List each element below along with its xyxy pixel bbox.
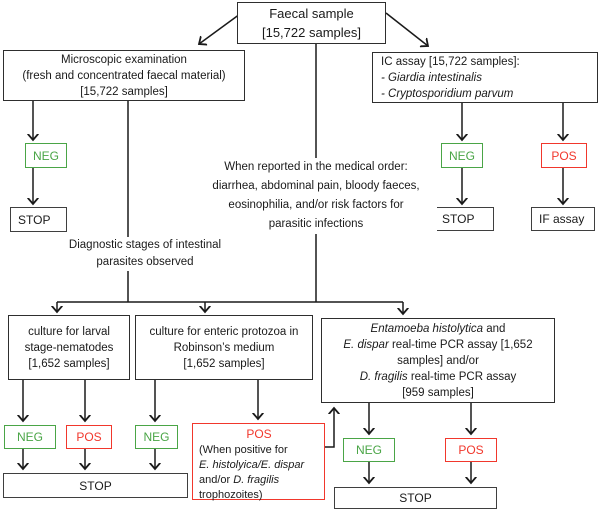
diagnostic-stages-line1: Diagnostic stages of intestinal (68, 239, 222, 251)
pos-trophozoites-line1: (When positive for (199, 444, 288, 456)
when-reported-line1: When reported in the medical order: (224, 161, 408, 173)
node-pcr-assay: Entamoeba histolytica and E. dispar real… (321, 318, 555, 403)
badge-pos-ic: POS (541, 143, 587, 168)
microscopic-line2: (fresh and concentrated faecal material) (22, 69, 226, 82)
pos-label: POS (551, 148, 577, 163)
node-ic-assay: IC assay [15,722 samples]: - Giardia int… (372, 52, 598, 103)
pos-trophozoites-line4: trophozoites) (199, 489, 263, 501)
neg-label: NEG (448, 148, 475, 163)
pos-label: POS (458, 443, 484, 457)
node-if-assay: IF assay (531, 207, 595, 231)
stop-label: STOP (399, 491, 432, 505)
when-reported-line4: parasitic infections (268, 218, 364, 230)
badge-neg-ic: NEG (441, 143, 483, 168)
faecal-sample-line1: Faecal sample (269, 6, 354, 21)
robinson-line2: Robinson’s medium (173, 341, 275, 354)
if-assay-label: IF assay (539, 212, 585, 226)
node-microscopic-examination: Microscopic examination (fresh and conce… (3, 50, 245, 101)
stop-label: STOP (79, 478, 112, 493)
pos-trophozoites-line3: and/or D. fragilis (199, 474, 280, 486)
node-stop-pcr: STOP (334, 487, 497, 509)
stop-label: STOP (18, 212, 51, 227)
badge-pos-larval: POS (66, 425, 112, 449)
ic-assay-item-cryptosporidium: - Cryptosporidium parvum (381, 87, 514, 100)
stop-label: STOP (442, 212, 475, 226)
faecal-sample-count: [15,722 samples] (261, 25, 361, 40)
pcr-line2: E. dispar real-time PCR assay [1,652 (343, 338, 533, 351)
pcr-count: [959 samples] (402, 386, 474, 399)
when-reported-line3: eosinophilia, and/or risk factors for (228, 199, 404, 211)
culture-larval-line1: culture for larval (28, 325, 110, 338)
node-stop-microscopy: STOP (10, 207, 67, 232)
neg-label: NEG (32, 148, 59, 163)
diagnostic-stages-line2: parasites observed (96, 256, 194, 268)
pcr-line1: Entamoeba histolytica and (370, 322, 506, 335)
note-diagnostic-stages: Diagnostic stages of intestinal parasite… (35, 237, 255, 271)
ic-assay-line1: IC assay [15,722 samples]: (381, 55, 520, 68)
badge-neg-larval: NEG (4, 425, 56, 449)
pos-label: POS (76, 430, 102, 444)
robinson-line1: culture for enteric protozoa in (149, 325, 299, 338)
node-stop-ic: STOP (434, 207, 494, 231)
pos-trophozoites-line2: E. histolyica/E. dispar (199, 459, 305, 471)
badge-neg-robinson: NEG (135, 425, 178, 449)
pcr-line4: D. fragilis real-time PCR assay (359, 370, 517, 383)
neg-label: NEG (355, 443, 382, 457)
badge-neg-microscopy: NEG (25, 143, 67, 168)
node-pos-trophozoites: POS (When positive for E. histolyica/E. … (192, 423, 325, 501)
neg-label: NEG (143, 430, 170, 444)
culture-larval-line2: stage-nematodes (24, 341, 114, 354)
microscopic-count: [15,722 samples] (80, 85, 168, 98)
note-when-reported: When reported in the medical order: diar… (195, 158, 437, 234)
pos-trophozoites-title: POS (246, 427, 272, 441)
pcr-line3: samples] and/or (397, 354, 479, 367)
ic-assay-item-giardia: - Giardia intestinalis (381, 71, 482, 84)
node-culture-larval-nematodes: culture for larval stage-nematodes [1,65… (8, 315, 130, 380)
badge-pos-pcr: POS (445, 438, 497, 462)
node-stop-cultures: STOP (3, 473, 188, 498)
badge-neg-pcr: NEG (343, 438, 395, 462)
culture-larval-count: [1,652 samples] (28, 357, 110, 370)
node-faecal-sample: Faecal sample [15,722 samples] (237, 2, 386, 44)
neg-label: NEG (16, 430, 43, 444)
robinson-count: [1,652 samples] (183, 357, 265, 370)
microscopic-line1: Microscopic examination (61, 53, 187, 66)
when-reported-line2: diarrhea, abdominal pain, bloody faeces, (212, 180, 420, 192)
node-culture-robinson: culture for enteric protozoa in Robinson… (135, 315, 313, 380)
